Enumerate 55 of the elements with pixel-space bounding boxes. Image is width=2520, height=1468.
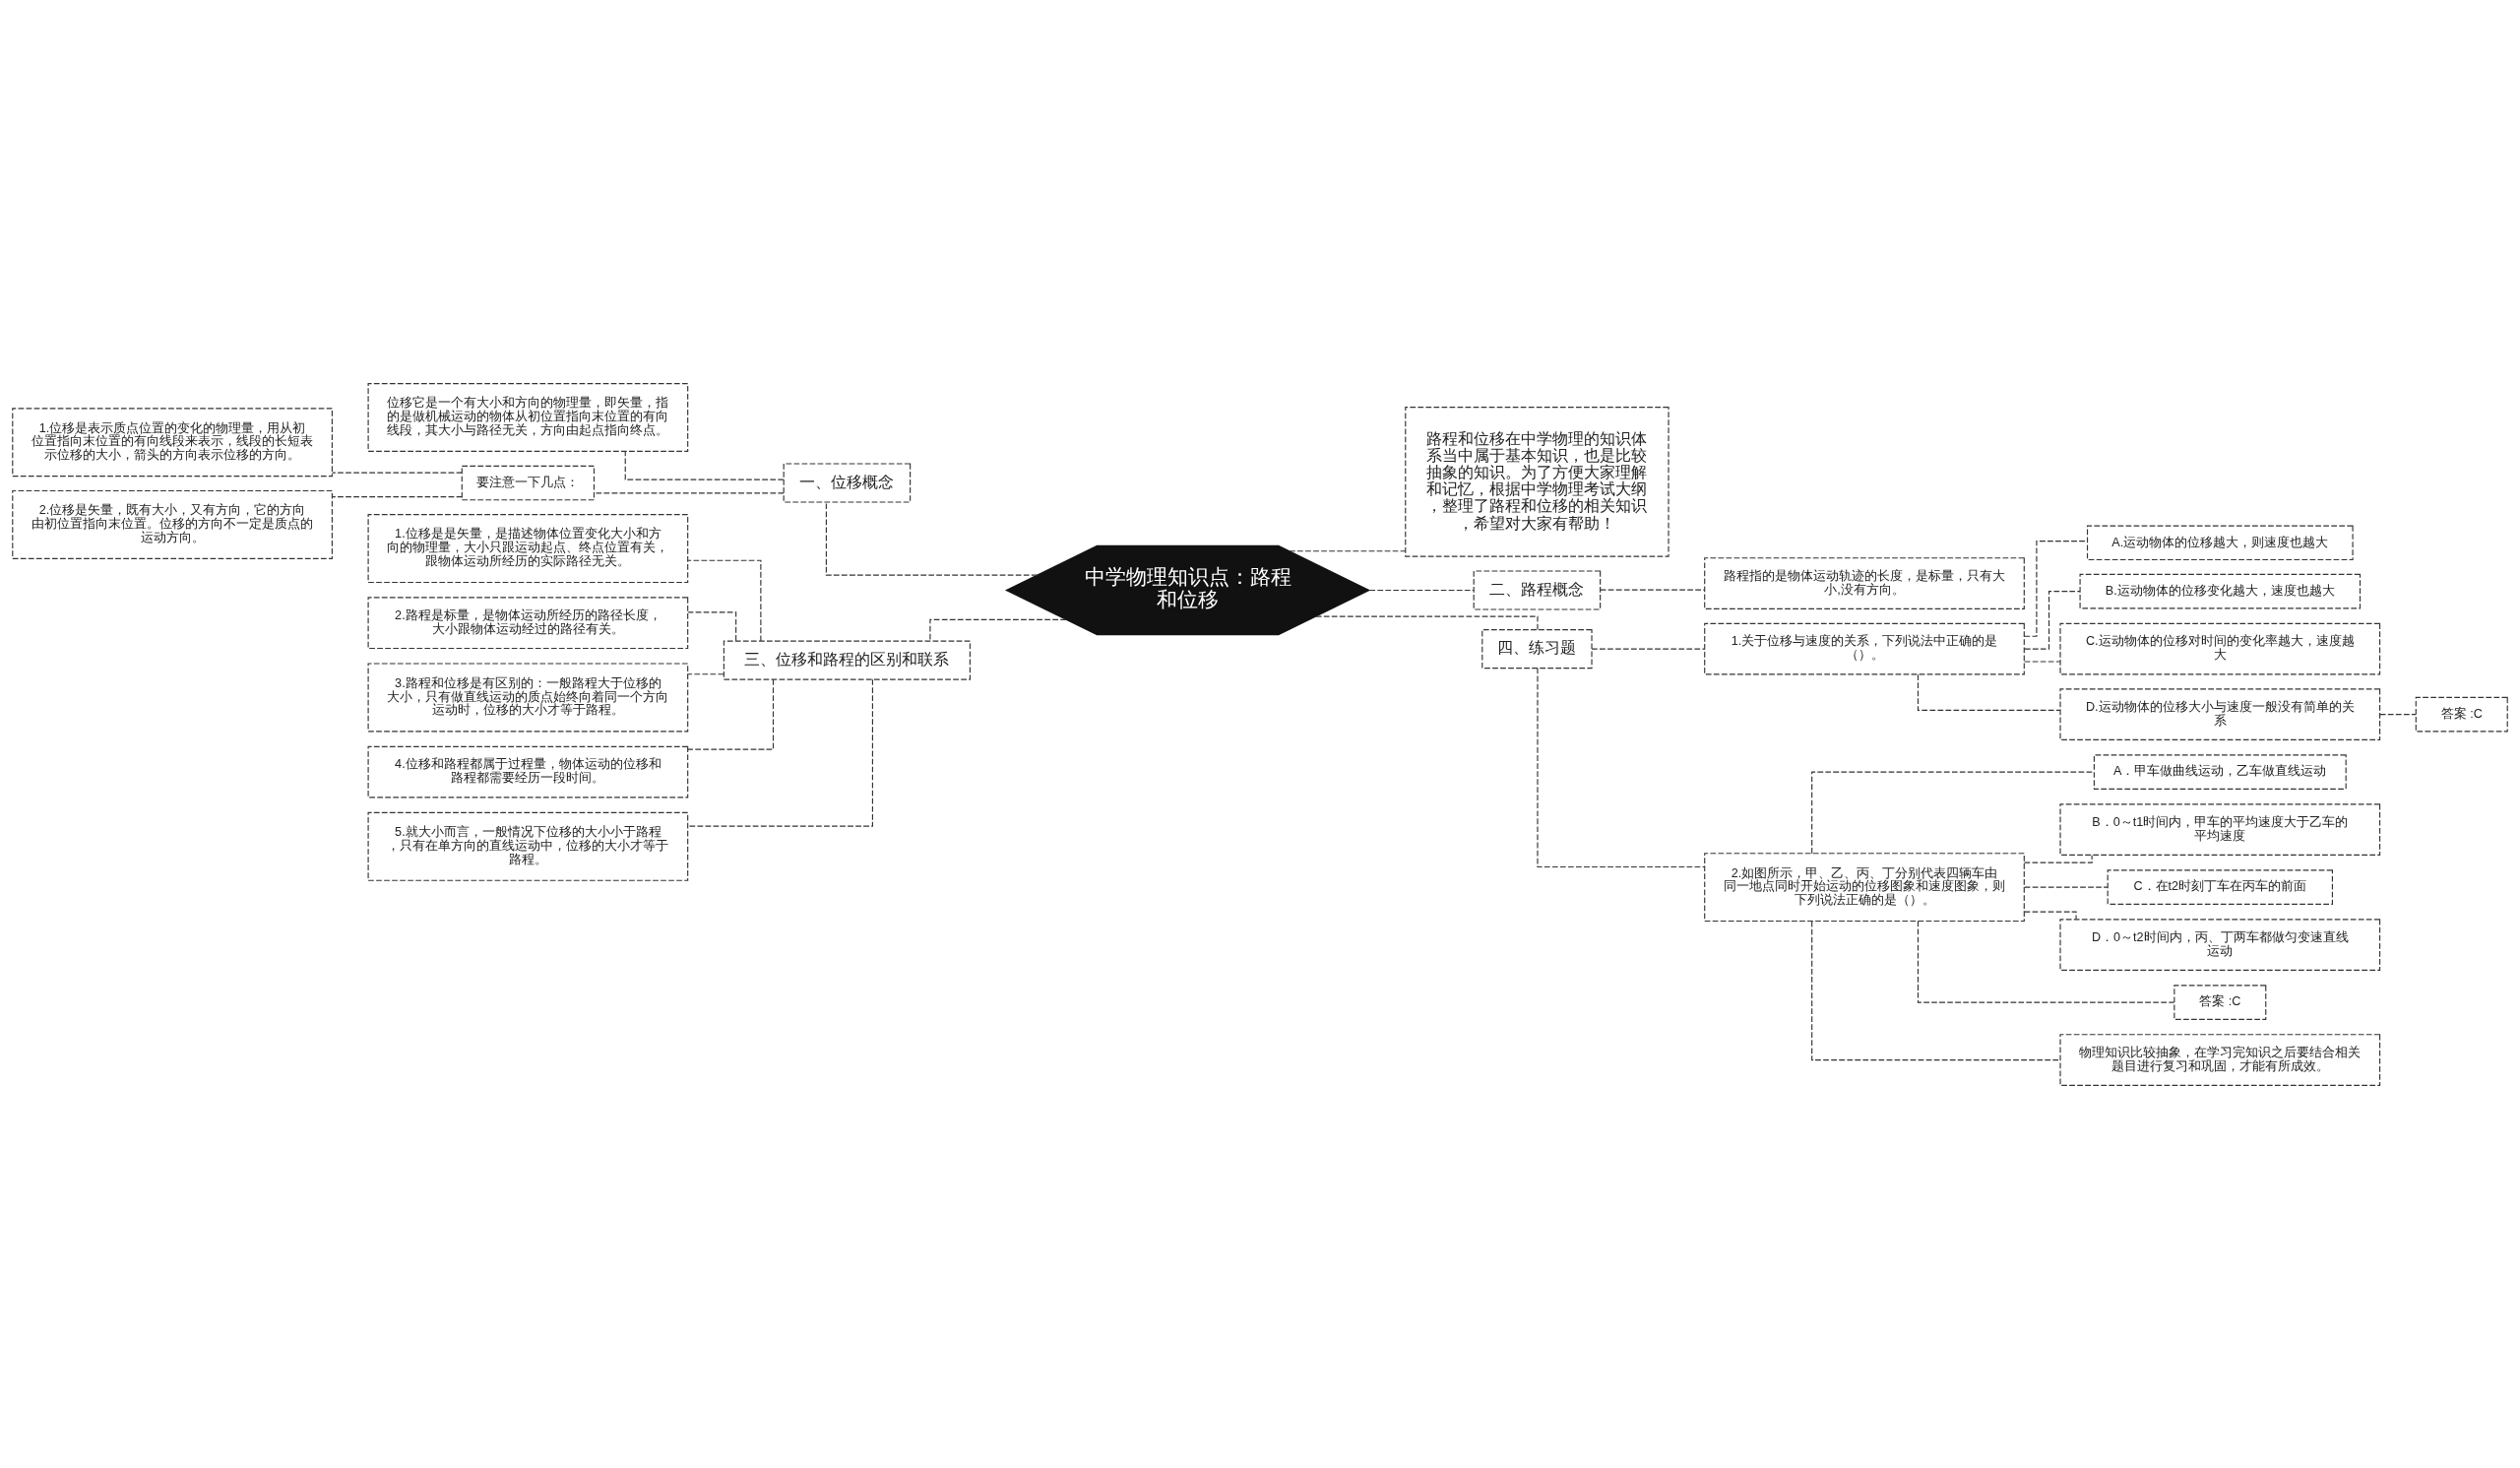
connector: [594, 491, 785, 493]
node-box: 三、位移和路程的区别和联系: [723, 640, 971, 680]
node-box: 四、练习题: [1481, 628, 1593, 669]
connector: [1811, 920, 2061, 1060]
node-box: 2.位移是矢量，既有大小，又有方向，它的方向由初位置指向末位置。位移的方向不一定是质点的运动方向。: [12, 489, 333, 559]
connector: [1289, 549, 1407, 551]
node-box: A．甲车做曲线运动，乙车做直线运动: [2093, 753, 2347, 790]
node-box: B．0～t1时间内，甲车的平均速度大于乙车的平均速度: [2059, 802, 2381, 856]
node-box: 物理知识比较抽象，在学习完知识之后要结合相关题目进行复习和巩固，才能有所成效。: [2059, 1033, 2381, 1086]
connector: [687, 610, 737, 641]
node-box: D．0～t2时间内，丙、丁两车都做匀变速直线运动: [2059, 918, 2381, 971]
node-box: 4.位移和路程都属于过程量，物体运动的位移和路程都需要经历一段时间。: [367, 745, 689, 798]
connector: [2379, 713, 2417, 715]
node-box: 二、路程概念: [1473, 569, 1602, 610]
node-box: 要注意一下几点：: [461, 465, 596, 500]
node-box: 一、位移概念: [783, 462, 912, 503]
node-box: A.运动物体的位移越大，则速度也越大: [2086, 525, 2354, 560]
node-box: 路程指的是物体运动轨迹的长度，是标量，只有大小,没有方向。: [1704, 556, 2025, 609]
connector: [1917, 673, 2061, 711]
connector: [687, 559, 762, 642]
connector: [687, 678, 873, 827]
node-box: D.运动物体的位移大小与速度一般没有简单的关系: [2059, 687, 2381, 740]
connector: [687, 672, 724, 674]
node-box: C.运动物体的位移对时间的变化率越大，速度越大: [2059, 622, 2381, 674]
connector: [624, 450, 785, 480]
connector: [2024, 590, 2081, 650]
node-box: 1.位移是是矢量，是描述物体位置变化大小和方向的物理量，大小只跟运动起点、终点位置有关，跟物体运动所经历的实际路径无关。: [367, 513, 689, 583]
connector: [1368, 589, 1475, 591]
node-box: 2.路程是标量，是物体运动所经历的路径长度，大小跟物体运动经过的路径有关。: [367, 596, 689, 649]
node-box: 3.路程和位移是有区别的：一般路程大于位移的大小，只有做直线运动的质点始终向着同一个方向运动时，位移的大小才等于路程。: [367, 662, 689, 732]
node-box: C．在t2时刻丁车在丙车的前面: [2107, 868, 2333, 905]
connector: [2023, 911, 2077, 920]
connector: [331, 472, 463, 474]
node-box: 5.就大小而言，一般情况下位移的大小小于路程，只有在单方向的直线运动中，位移的大小才等于路程。: [367, 811, 689, 881]
connector: [1600, 589, 1706, 591]
node-box: B.运动物体的位移变化越大，速度也越大: [2079, 573, 2362, 608]
connector: [2024, 660, 2061, 663]
connector: [2024, 886, 2109, 888]
connector: [1315, 615, 1539, 630]
connector: [687, 678, 775, 750]
node-box: 位移它是一个有大小和方向的物理量，即矢量，指的是做机械运动的物体从初位置指向末位置的有向线段，其大小与路径无关，方向由起点指向终点。: [367, 382, 689, 452]
connector: [1591, 648, 1706, 650]
node-box: 答案 :C: [2415, 696, 2508, 732]
connector: [1917, 920, 2175, 1003]
node-box: 答案 :C: [2174, 984, 2267, 1020]
connector: [331, 495, 463, 497]
node-box: 1.关于位移与速度的关系，下列说法中正确的是（）。: [1704, 622, 2025, 674]
node-box: 1.位移是表示质点位置的变化的物理量，用从初位置指向末位置的有向线段来表示，线段的长短表示位移的大小，箭头的方向表示位移的方向。: [12, 407, 333, 477]
connector: [825, 501, 1039, 576]
node-box: 路程和位移在中学物理的知识体系当中属于基本知识，也是比较抽象的知识。为了方便大家理解和记忆，根据中学物理考试大纲，整理了路程和位移的相关知识，希望对大家有帮助！: [1405, 406, 1670, 557]
connector: [2023, 540, 2088, 637]
node-box: 2.如图所示，甲、乙、丙、丁分别代表四辆车由同一地点同时开始运动的位移图象和速度图象，则下列说法正确的是（）。: [1704, 852, 2025, 922]
connector: [1811, 771, 2095, 854]
connector: [1537, 667, 1705, 867]
connector: [2023, 854, 2093, 863]
